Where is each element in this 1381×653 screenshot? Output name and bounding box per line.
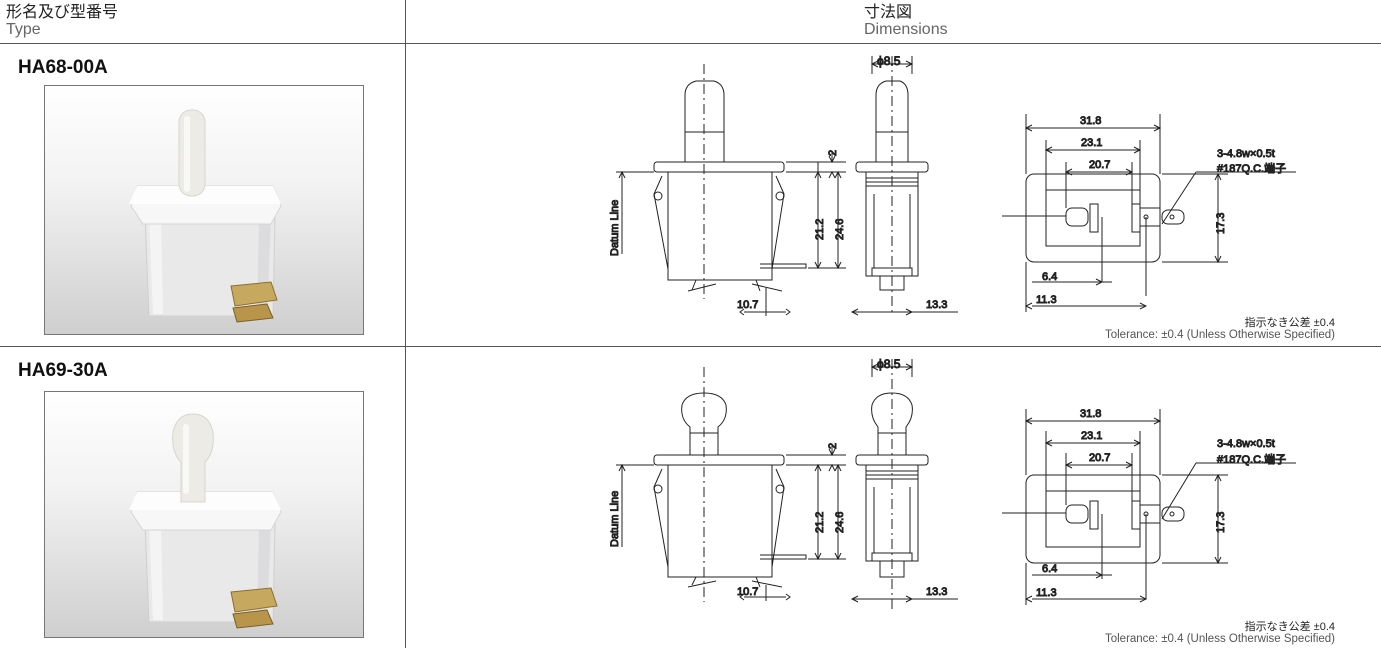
- terminal-type: #187Q.C.端子: [1217, 453, 1286, 466]
- header-divider: [405, 0, 406, 43]
- table-row: HA68-00A: [0, 44, 1381, 347]
- tolerance-note: 指示なき公差 ±0.4 Tolerance: ±0.4 (Unless Othe…: [1105, 317, 1335, 341]
- dim-13-3: 13.3: [926, 586, 947, 598]
- front-view: [616, 64, 846, 316]
- type-header-en: Type: [6, 21, 41, 38]
- dim-31-8: 31.8: [1080, 115, 1101, 127]
- model-name: HA68-00A: [18, 57, 108, 78]
- dim-31-8: 31.8: [1080, 408, 1101, 420]
- product-photo: [44, 391, 364, 638]
- datum-line-label: Datum Line: [609, 491, 621, 547]
- tolerance-note: 指示なき公差 ±0.4 Tolerance: ±0.4 (Unless Othe…: [1105, 621, 1335, 645]
- dim-13-3: 13.3: [926, 299, 947, 311]
- tolerance-jp: 指示なき公差 ±0.4: [1244, 621, 1335, 633]
- dim-23-1: 23.1: [1081, 137, 1102, 149]
- dimension-drawing: ϕ8.5 2 21.2 24.6 Datum Line 10.7 13.3 31…: [406, 44, 1381, 352]
- dim-2: 2: [827, 150, 839, 156]
- table-row: HA69-30A: [0, 347, 1381, 648]
- side-view: [850, 56, 958, 316]
- dim-10-7: 10.7: [737, 586, 758, 598]
- tolerance-jp: 指示なき公差 ±0.4: [1244, 317, 1335, 329]
- dim-11-3: 11.3: [1036, 294, 1057, 306]
- tolerance-en: Tolerance: ±0.4 (Unless Otherwise Specif…: [1104, 329, 1335, 341]
- drawing-svg: ϕ8.5 2 21.2 24.6 Datum Line 10.7 13.3 31…: [609, 54, 1296, 316]
- front-view: [616, 367, 846, 602]
- switch-photo-image: [129, 413, 282, 629]
- dim-20-7: 20.7: [1089, 159, 1110, 171]
- dim-6-4: 6.4: [1042, 563, 1057, 575]
- product-photo: [44, 85, 364, 335]
- dim-2: 2: [827, 443, 839, 449]
- terminal-type: #187Q.C.端子: [1217, 162, 1286, 175]
- table-header: 形名及び型番号 Type 寸法図 Dimensions: [0, 0, 1381, 44]
- row-divider: [0, 346, 1381, 347]
- dim-17-3: 17.3: [1215, 213, 1227, 234]
- dim-20-7: 20.7: [1089, 452, 1110, 464]
- dim-phi: ϕ8.5: [877, 54, 901, 68]
- dim-11-3: 11.3: [1036, 587, 1057, 599]
- switch-photo-image: [129, 109, 282, 323]
- datum-line-label: Datum Line: [609, 200, 621, 256]
- dim-24-6: 24.6: [834, 219, 846, 240]
- dimension-drawing: ϕ8.5 2 21.2 24.6 Datum Line 10.7 13.3 31…: [406, 347, 1381, 653]
- dim-10-7: 10.7: [737, 299, 758, 311]
- dim-21-2: 21.2: [814, 219, 826, 240]
- dim-21-2: 21.2: [814, 512, 826, 533]
- dimensions-header-en: Dimensions: [864, 21, 948, 38]
- terminal-spec: 3-4.8w×0.5t: [1217, 438, 1275, 450]
- model-name: HA69-30A: [18, 360, 108, 381]
- terminal-spec: 3-4.8w×0.5t: [1217, 148, 1275, 160]
- dim-6-4: 6.4: [1042, 271, 1057, 283]
- top-view: [1002, 114, 1296, 312]
- dim-phi: ϕ8.5: [877, 357, 901, 371]
- dim-24-6: 24.6: [834, 512, 846, 533]
- tolerance-en: Tolerance: ±0.4 (Unless Otherwise Specif…: [1104, 633, 1335, 645]
- drawing-svg: ϕ8.5 2 21.2 24.6 Datum Line 10.7 13.3 31…: [609, 357, 1296, 613]
- dimensions-header-jp: 寸法図: [864, 4, 913, 21]
- top-view: [1002, 409, 1296, 605]
- type-header: 形名及び型番号 Type: [6, 4, 118, 38]
- dim-17-3: 17.3: [1215, 512, 1227, 533]
- side-view: [850, 359, 958, 613]
- dim-23-1: 23.1: [1081, 430, 1102, 442]
- dimensions-header: 寸法図 Dimensions: [864, 4, 948, 38]
- type-header-jp: 形名及び型番号: [6, 4, 119, 21]
- column-divider: [405, 43, 406, 648]
